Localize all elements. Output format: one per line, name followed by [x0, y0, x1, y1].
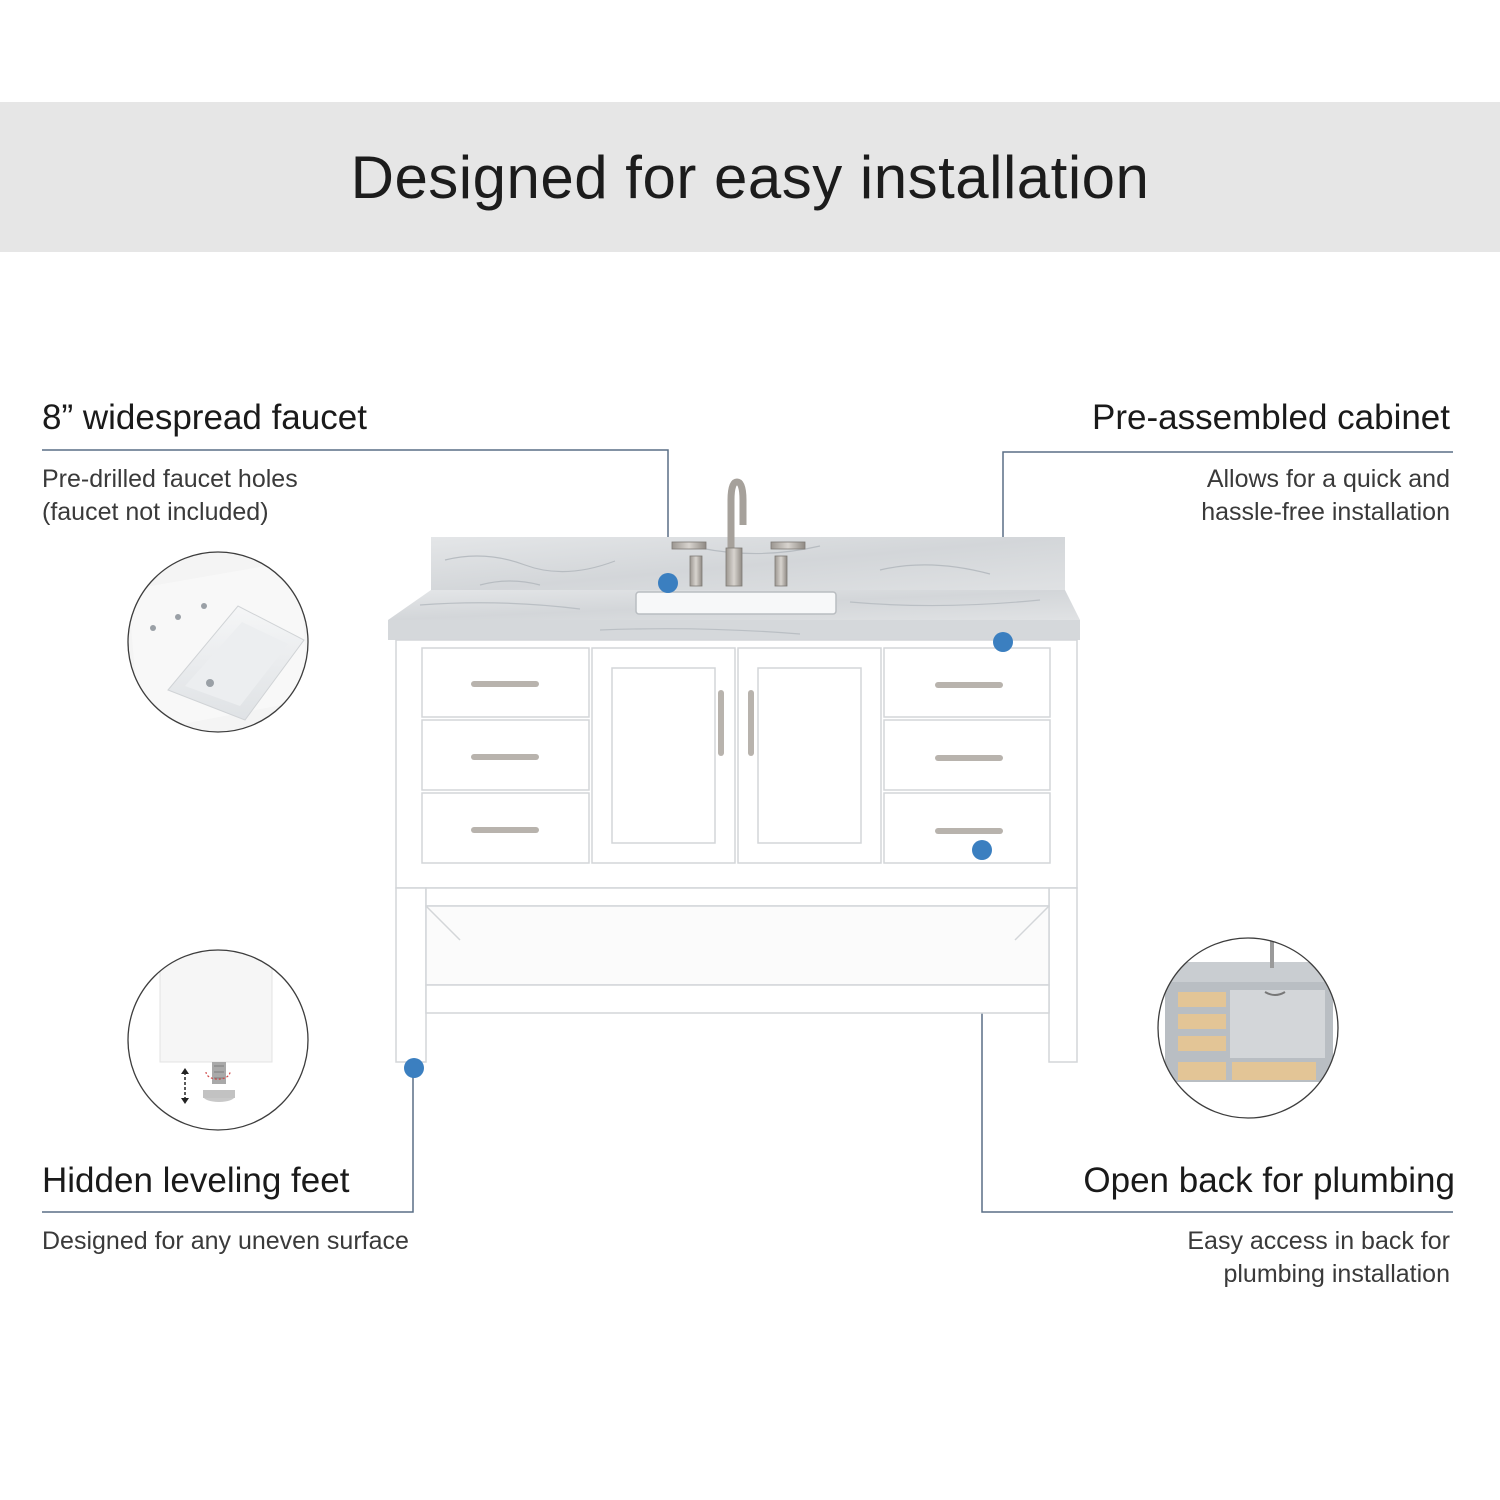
plumbing-desc-line-2: plumbing installation — [1223, 1260, 1450, 1288]
feet-leader-line — [42, 1068, 414, 1213]
plumbing-desc-line-1: Easy access in back for — [1187, 1227, 1450, 1255]
cabinet-desc-line-1: Allows for a quick and — [1206, 465, 1450, 493]
header-banner: Designed for easy installation — [0, 102, 1500, 252]
sink-detail-circle — [127, 551, 309, 733]
cabinet-dot — [993, 632, 1013, 652]
page-title: Designed for easy installation — [350, 143, 1150, 211]
plumbing-dot — [972, 840, 992, 860]
callout-dots — [404, 573, 1013, 1078]
feet-dot — [404, 1058, 424, 1078]
faucet-desc-line-2: (faucet not included) — [42, 498, 269, 526]
faucet — [671, 478, 806, 587]
feet-title: Hidden leveling feet — [42, 1161, 350, 1200]
faucet-dot — [658, 573, 678, 593]
cabinet-desc-line-2: hassle-free installation — [1201, 498, 1450, 526]
back-detail-circle — [1157, 937, 1339, 1119]
plumbing-title: Open back for plumbing — [1083, 1161, 1455, 1200]
sink-basin — [635, 591, 837, 615]
faucet-title: 8” widespread faucet — [42, 398, 367, 437]
drawer-handles — [471, 681, 1003, 834]
plumbing-description: Easy access in back for plumbing install… — [1187, 1225, 1450, 1291]
cabinet-description: Allows for a quick and hassle-free insta… — [1201, 463, 1450, 529]
foot-detail-circle — [127, 949, 309, 1131]
feet-description: Designed for any uneven surface — [42, 1225, 409, 1258]
feet-desc-line-1: Designed for any uneven surface — [42, 1227, 409, 1255]
faucet-description: Pre-drilled faucet holes (faucet not inc… — [42, 463, 298, 529]
faucet-desc-line-1: Pre-drilled faucet holes — [42, 465, 298, 493]
cabinet-title: Pre-assembled cabinet — [1092, 398, 1450, 437]
